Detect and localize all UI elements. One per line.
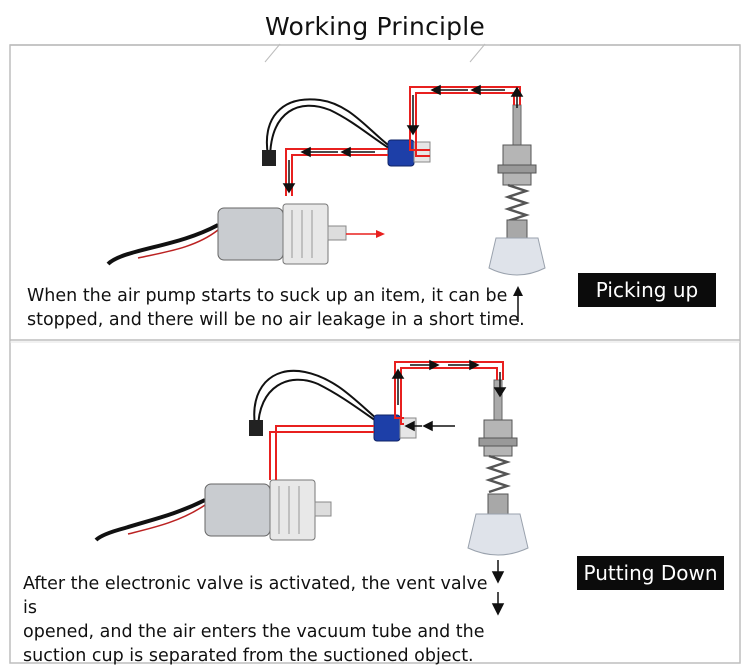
picking-up-label: Picking up [578,273,716,307]
connector-icon [249,420,263,436]
description-line: After the electronic valve is activated,… [23,574,488,618]
flow-arrows [282,84,524,194]
suction-cup-assembly-icon [488,104,546,276]
exhaust-arrow [346,230,385,238]
lift-arrow [513,286,523,322]
air-pump-icon [204,479,332,541]
picking-up-description: When the air pump starts to suck up an i… [27,284,547,332]
page-title: Working Principle [265,12,485,41]
drop-arrows [491,560,505,616]
description-line: suction cup is separated from the suctio… [23,646,474,666]
description-line: opened, and the air enters the vacuum tu… [23,622,485,642]
putting-down-label: Putting Down [577,556,724,590]
connector-icon [262,150,276,166]
putting-down-description: After the electronic valve is activated,… [23,572,503,668]
flow-arrows [391,359,507,432]
description-line: stopped, and there will be no air leakag… [27,310,525,330]
description-line: When the air pump starts to suck up an i… [27,286,508,306]
suction-cup-assembly-icon [467,379,529,556]
air-pump-icon [217,203,347,265]
